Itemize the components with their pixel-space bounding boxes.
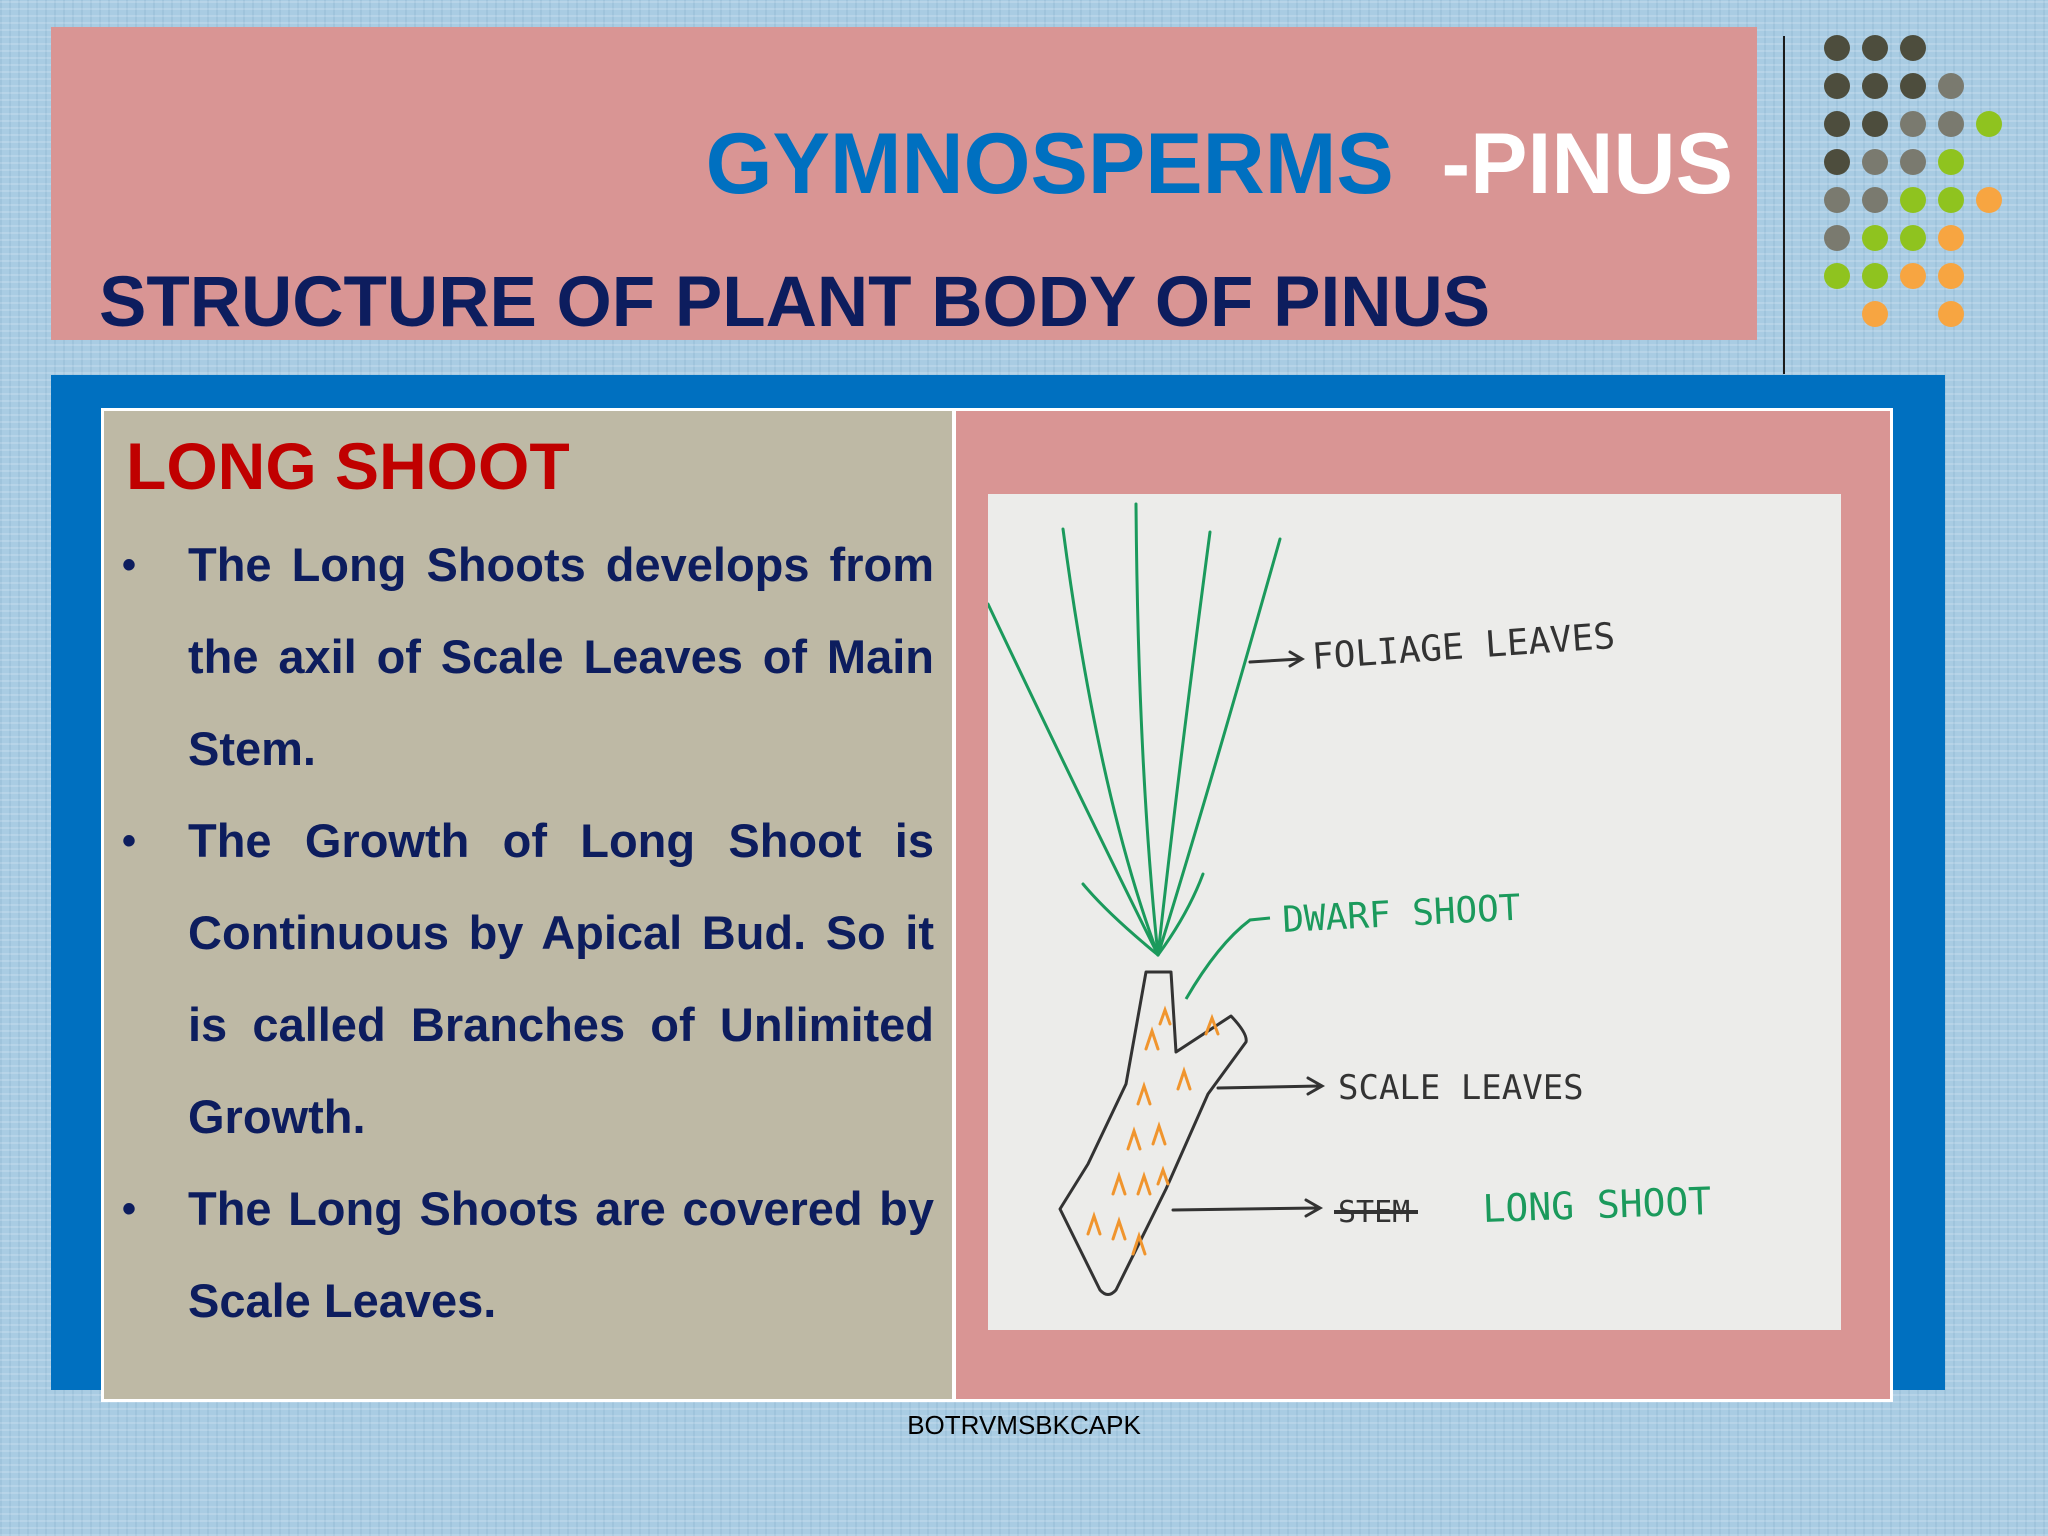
decorative-dot [1900,187,1926,213]
decorative-dot [1824,187,1850,213]
decorative-dot [1862,149,1888,175]
scale-leaf [1176,1066,1192,1091]
scale-leaf [1136,1081,1152,1106]
decorative-dot [1862,301,1888,327]
decorative-dot [1938,225,1964,251]
decorative-dot [1824,225,1850,251]
label-arrows [1171,650,1326,1218]
decorative-dot [1824,73,1850,99]
scale-leaf [1111,1171,1127,1196]
decorative-dot [1824,149,1850,175]
scale-leaves-arrowhead [1306,1076,1326,1096]
scale-leaf [1086,1211,1102,1236]
needle [988,602,1160,957]
bullet-text: The Long Shoots develops from the axil o… [188,538,934,775]
image-panel: FOLIAGE LEAVES DWARF SHOOT SCALE LEAVES … [956,411,1890,1399]
bullet-text: The Growth of Long Shoot is Continuous b… [188,814,934,1143]
decorative-dot [1900,225,1926,251]
decorative-dot [1938,73,1964,99]
decorative-dot [1862,225,1888,251]
bullet-item: • The Long Shoots develops from the axil… [104,519,934,795]
long-shoot-arrowhead [1304,1198,1324,1218]
decorative-dot [1900,149,1926,175]
foliage-arrow [1248,657,1302,664]
slide-title: GYMNOSPERMS -PINUS [706,121,1733,207]
foliage-arrowhead [1288,650,1305,668]
needle [1061,527,1160,957]
decorative-dot [1900,111,1926,137]
label-foliage-leaves: FOLIAGE LEAVES [1311,616,1617,678]
decorative-dot [1900,73,1926,99]
long-shoot-outline [1058,970,1248,1296]
decorative-dot [1938,187,1964,213]
title-main: GYMNOSPERMS [705,116,1394,212]
bullet-list: • The Long Shoots develops from the axil… [104,519,934,1347]
long-shoot-arrow [1171,1206,1320,1212]
scale-leaf [1151,1121,1167,1146]
title-band: GYMNOSPERMS -PINUS STRUCTURE OF PLANT BO… [51,27,1757,340]
text-panel: LONG SHOOT • The Long Shoots develops fr… [104,411,952,1399]
bullet-text: The Long Shoots are covered by Scale Lea… [188,1182,934,1327]
label-dwarf-shoot: DWARF SHOOT [1281,888,1521,941]
decorative-dot [1862,35,1888,61]
decorative-dot [1862,187,1888,213]
bullet-marker: • [122,543,137,587]
label-scale-leaves: SCALE LEAVES [1338,1068,1584,1108]
decorative-dot [1824,263,1850,289]
decorative-dot [1938,149,1964,175]
scale-leaf-marks [1086,1005,1220,1256]
scale-leaf [1111,1216,1127,1241]
scale-leaf [1126,1126,1142,1151]
diagram-drawing: FOLIAGE LEAVES DWARF SHOOT SCALE LEAVES … [988,502,1712,1296]
decorative-dot [1900,263,1926,289]
needle [1081,882,1160,957]
decorative-dot [1976,111,2002,137]
scale-leaf [1204,1013,1220,1036]
decorative-dot [1976,187,2002,213]
slide-subtitle: STRUCTURE OF PLANT BODY OF PINUS [99,263,1491,342]
foliage-needles [988,502,1282,957]
needle [1156,872,1205,957]
scale-leaf [1136,1171,1152,1196]
bullet-marker: • [122,819,137,863]
decorative-dot [1824,111,1850,137]
label-long-shoot: LONG SHOOT [1482,1179,1712,1231]
slide-footer: BOTRVMSBKCAPK [907,1410,1141,1440]
needle [1156,537,1282,957]
scale-leaf [1131,1231,1147,1256]
title-suffix: -PINUS [1441,116,1733,212]
decorative-dot [1938,111,1964,137]
decorative-dot [1862,111,1888,137]
decorative-dot [1900,35,1926,61]
decorative-dot [1824,35,1850,61]
vertical-divider [1783,36,1785,374]
bullet-marker: • [122,1187,137,1231]
bullet-item: • The Long Shoots are covered by Scale L… [104,1163,934,1347]
pinus-shoot-diagram: FOLIAGE LEAVES DWARF SHOOT SCALE LEAVES … [988,494,1841,1330]
needle [1156,530,1212,957]
bullet-item: • The Growth of Long Shoot is Continuous… [104,795,934,1163]
section-heading: LONG SHOOT [126,429,570,503]
decorative-dot [1938,263,1964,289]
scale-leaf [1144,1026,1160,1051]
needle [1134,502,1160,957]
content-area: LONG SHOOT • The Long Shoots develops fr… [101,408,1893,1402]
decorative-dot [1862,73,1888,99]
scale-leaves-arrow [1216,1084,1322,1090]
decorative-dot [1862,263,1888,289]
scale-leaf [1158,1005,1172,1026]
scale-leaf [1156,1165,1170,1186]
decorative-dot [1938,301,1964,327]
dwarf-shoot-pointer [1184,916,1271,1000]
